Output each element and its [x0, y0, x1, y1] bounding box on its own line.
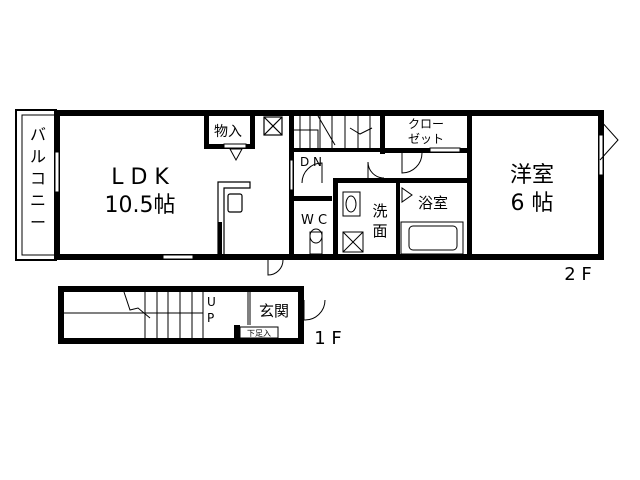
kitchen-counter — [217, 181, 251, 258]
ldk-label: L D K — [111, 165, 169, 190]
shoe-box — [239, 326, 279, 339]
washroom-label-2: 面 — [372, 222, 387, 240]
shoe-box-label: 下足入 — [247, 329, 271, 338]
closet-label-1: クロー — [408, 117, 444, 131]
bathroom-label: 浴室 — [418, 194, 448, 212]
windows — [54, 134, 604, 260]
balcony-label-2: ル — [30, 147, 46, 166]
pipe-shaft-icon — [263, 116, 283, 136]
entrance-door-icon — [303, 299, 326, 321]
floor1-walls — [58, 286, 304, 344]
stairs-up-label-1: U — [207, 295, 216, 309]
floor2-label: 2 F — [564, 264, 592, 285]
doors — [267, 119, 619, 276]
washroom-label-1: 洗 — [372, 202, 387, 220]
western-room-size: 6 帖 — [511, 191, 554, 216]
balcony-label-3: コ — [30, 169, 46, 188]
balcony-label: バ — [30, 125, 46, 144]
toilet-icon — [309, 228, 323, 255]
entrance-label: 玄関 — [259, 302, 289, 320]
stairs-down-icon — [294, 115, 373, 148]
ldk-size: 10.5帖 — [105, 193, 176, 218]
closet-label-2: ゼット — [408, 132, 444, 146]
western-room-label: 洋室 — [510, 163, 554, 188]
wc-label: W C — [301, 213, 327, 228]
stairs-up-label-2: P — [207, 311, 214, 325]
door-arrow-icon — [229, 148, 243, 162]
bathtub-icon — [400, 221, 464, 255]
wash-basin-icon — [342, 191, 364, 253]
floor1-label: 1 F — [314, 328, 342, 349]
storage-label: 物入 — [214, 124, 242, 140]
balcony-label-4: ニ — [30, 191, 46, 210]
stairs-down-label: D N — [300, 155, 322, 169]
stairs-up-icon — [64, 291, 251, 338]
balcony-label-5: ー — [30, 213, 46, 232]
